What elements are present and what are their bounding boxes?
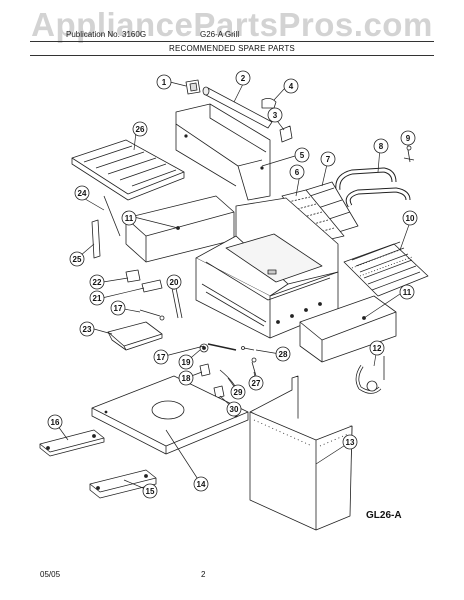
header-rule-bottom bbox=[30, 55, 434, 56]
callout-19: 19 bbox=[182, 358, 191, 367]
callout-18: 18 bbox=[182, 374, 191, 383]
callout-11-right: 11 bbox=[403, 288, 412, 297]
part-30-switch bbox=[213, 385, 225, 399]
callout-30: 30 bbox=[230, 405, 239, 414]
part-17-electrode-upper bbox=[139, 309, 165, 321]
part-19-knob bbox=[199, 343, 209, 353]
callout-12: 12 bbox=[373, 344, 382, 353]
header-publication-text: Publication No. 3160G bbox=[66, 30, 147, 39]
callout-22: 22 bbox=[93, 278, 102, 287]
callout-4: 4 bbox=[289, 82, 294, 91]
callout-15: 15 bbox=[146, 487, 155, 496]
callout-14: 14 bbox=[197, 480, 206, 489]
callout-16: 16 bbox=[51, 418, 60, 427]
callout-11-left: 11 bbox=[125, 214, 134, 223]
part-27-connector bbox=[251, 357, 257, 377]
callout-25: 25 bbox=[73, 255, 82, 264]
callout-17-lower: 17 bbox=[157, 353, 166, 362]
part-3-cap bbox=[279, 125, 293, 143]
callout-1: 1 bbox=[162, 78, 167, 87]
callout-13: 13 bbox=[346, 438, 355, 447]
callout-9: 9 bbox=[406, 134, 411, 143]
part-14-bottom-shelf bbox=[91, 375, 249, 455]
page-subtitle: RECOMMENDED SPARE PARTS bbox=[169, 44, 295, 53]
part-20-manifold bbox=[171, 287, 183, 319]
callout-3: 3 bbox=[273, 111, 278, 120]
callout-17-upper: 17 bbox=[114, 304, 123, 313]
model-code-label: GL26-A bbox=[366, 510, 402, 521]
header-model-text: G26-A Grill bbox=[200, 30, 240, 39]
part-13-cart-panel bbox=[249, 375, 353, 531]
callout-27: 27 bbox=[252, 379, 261, 388]
part-18-bezel bbox=[199, 363, 211, 377]
callout-bubbles bbox=[47, 70, 418, 499]
part-5-hood bbox=[175, 103, 271, 201]
callout-5: 5 bbox=[300, 151, 305, 160]
part-16-axle-bar bbox=[39, 429, 105, 457]
callout-6: 6 bbox=[295, 168, 300, 177]
part-26-warming-rack bbox=[71, 139, 185, 201]
part-23-drip-tray bbox=[107, 321, 163, 351]
callout-7: 7 bbox=[326, 155, 331, 164]
callout-20: 20 bbox=[170, 278, 179, 287]
part-12-regulator bbox=[355, 356, 385, 394]
callout-26: 26 bbox=[136, 125, 145, 134]
callout-24: 24 bbox=[78, 189, 87, 198]
footer-page-number: 2 bbox=[201, 570, 206, 579]
grill-body bbox=[195, 197, 339, 339]
callout-8: 8 bbox=[379, 142, 384, 151]
footer-date: 05/05 bbox=[40, 570, 61, 579]
watermark-text: AppliancePartsPros.com bbox=[31, 6, 433, 43]
callout-2: 2 bbox=[241, 74, 246, 83]
part-10-cooking-grate bbox=[343, 241, 429, 297]
callout-numbers: 1 2 3 4 5 6 7 8 9 10 11 11 12 13 14 15 1… bbox=[51, 74, 415, 496]
part-25-handle bbox=[91, 219, 101, 259]
callout-10: 10 bbox=[406, 214, 415, 223]
part-22-valve bbox=[125, 269, 141, 283]
part-8-burner-tube bbox=[335, 167, 411, 208]
part-28-clip bbox=[241, 346, 255, 351]
part-17-electrode-lower bbox=[207, 343, 237, 351]
callout-23: 23 bbox=[83, 325, 92, 334]
callout-28: 28 bbox=[279, 350, 288, 359]
part-9-igniter bbox=[403, 145, 415, 163]
header-rule-top bbox=[30, 41, 434, 42]
part-2-rod bbox=[202, 86, 273, 129]
callout-29: 29 bbox=[234, 388, 243, 397]
part-24-rotisserie-rod bbox=[103, 195, 121, 237]
part-15-caster-bar bbox=[89, 469, 157, 499]
part-21-orifice bbox=[141, 279, 163, 293]
part-4-knob bbox=[261, 98, 277, 109]
part-1-bracket bbox=[185, 79, 201, 95]
callout-21: 21 bbox=[93, 294, 102, 303]
